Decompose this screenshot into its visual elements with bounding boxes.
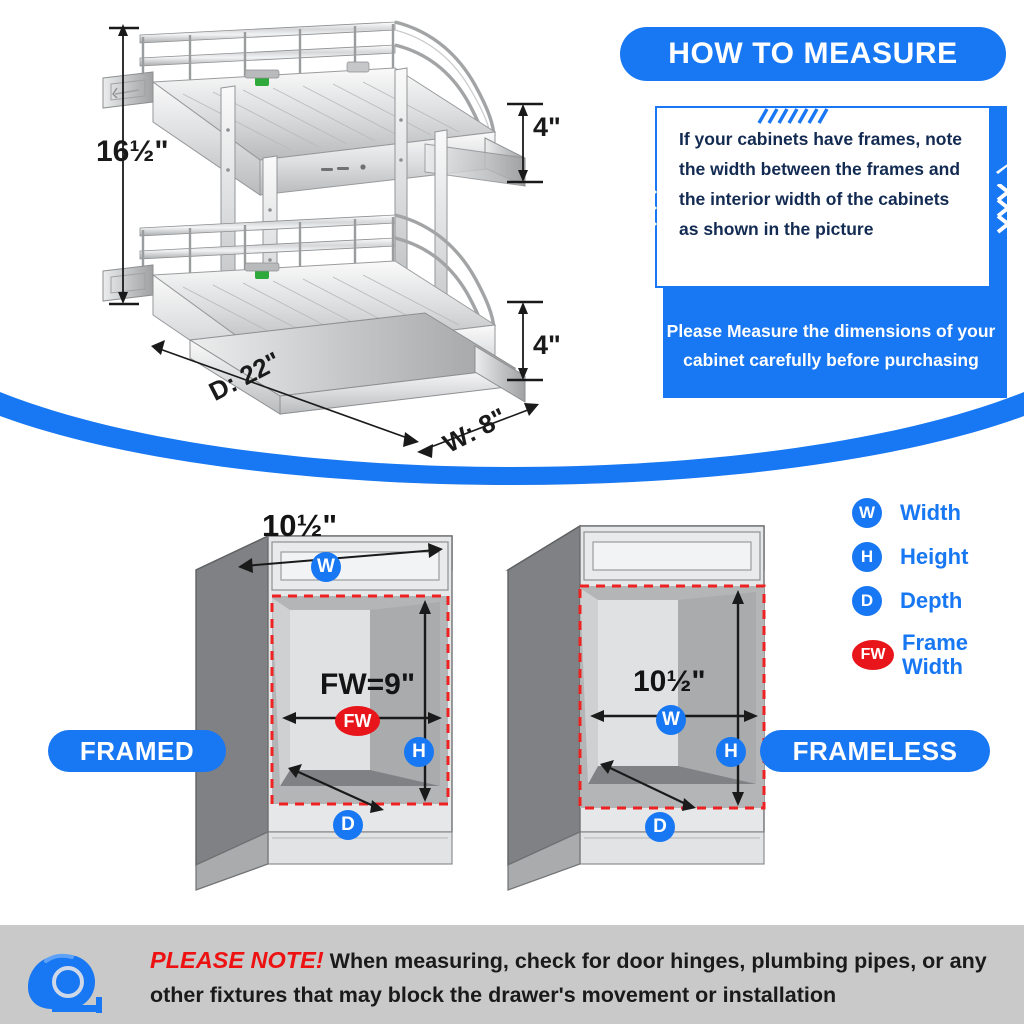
legend-depth-label: Depth [900,588,963,613]
please-note-body: When measuring, check for door hinges, p… [150,949,987,1007]
framed-width-label: 10½" [262,508,338,543]
legend-frame-width-badge: FW [852,640,894,670]
chevron-left-decoration-icon [642,184,658,234]
legend-depth-badge: D [852,586,882,616]
product-top-tier-label: 4" [533,112,561,142]
legend-height-label: Height [900,544,969,569]
framed-frame-width-badge: FW [335,706,380,736]
legend-item-frame-width: FW Frame Width [852,629,1024,681]
tape-measure-icon [28,953,102,1013]
measure-instructions-panel: If your cabinets have frames, note the w… [642,98,1018,398]
info-panel-white-card: If your cabinets have frames, note the w… [655,106,991,288]
how-to-measure-title: HOW TO MEASURE [668,37,958,70]
framed-width-badge: W [311,552,341,582]
notch-decoration-icon [996,158,1018,174]
info-panel-frame-note: If your cabinets have frames, note the w… [679,129,963,239]
how-to-measure-banner: HOW TO MEASURE [620,27,1006,81]
framed-frame-width-label: FW=9" [320,668,416,701]
framed-depth-badge: D [333,810,363,840]
frameless-width-badge: W [656,705,686,735]
frameless-height-badge: H [716,737,746,767]
framed-label-text: FRAMED [79,735,195,766]
hatch-decoration-icon [757,108,829,124]
info-panel-measure-note: Please Measure the dimensions of your ca… [666,321,996,370]
product-bottom-tier-label: 4" [533,330,561,360]
frameless-label-pill: FRAMELESS [760,730,990,772]
framed-opening-outline [270,594,450,806]
frameless-cabinet [505,524,766,891]
frameless-label-text: FRAMELESS [792,735,958,766]
legend-frame-width-label: Frame Width [902,630,969,679]
frameless-opening-outline [578,584,766,810]
please-note-emphasis: PLEASE NOTE! [150,947,324,973]
section-divider-swoosh [0,392,1024,502]
legend-height-badge: H [852,542,882,572]
framed-cabinet [195,534,453,891]
top-section: 16½" 4" 4" D: 22" W: 8" HOW TO MEASURE I… [0,0,1024,470]
legend-item-width: W Width [852,497,1024,529]
chevron-right-decoration-icon [996,184,1012,234]
framed-height-badge: H [404,737,434,767]
please-note-bar: PLEASE NOTE! When measuring, check for d… [0,925,1024,1024]
frameless-width-label: 10½" [633,665,706,698]
legend-width-badge: W [852,498,882,528]
dimension-legend: W Width H Height D Depth FW Frame Width [852,497,1024,681]
legend-item-depth: D Depth [852,585,1024,617]
legend-item-height: H Height [852,541,1024,573]
framed-label-pill: FRAMED [48,730,226,772]
product-height-label: 16½" [96,135,169,168]
info-panel-blue-card: Please Measure the dimensions of your ca… [663,294,999,398]
product-illustration [102,20,543,458]
legend-width-label: Width [900,500,961,525]
please-note-text: PLEASE NOTE! When measuring, check for d… [150,943,1016,1012]
frameless-depth-badge: D [645,812,675,842]
